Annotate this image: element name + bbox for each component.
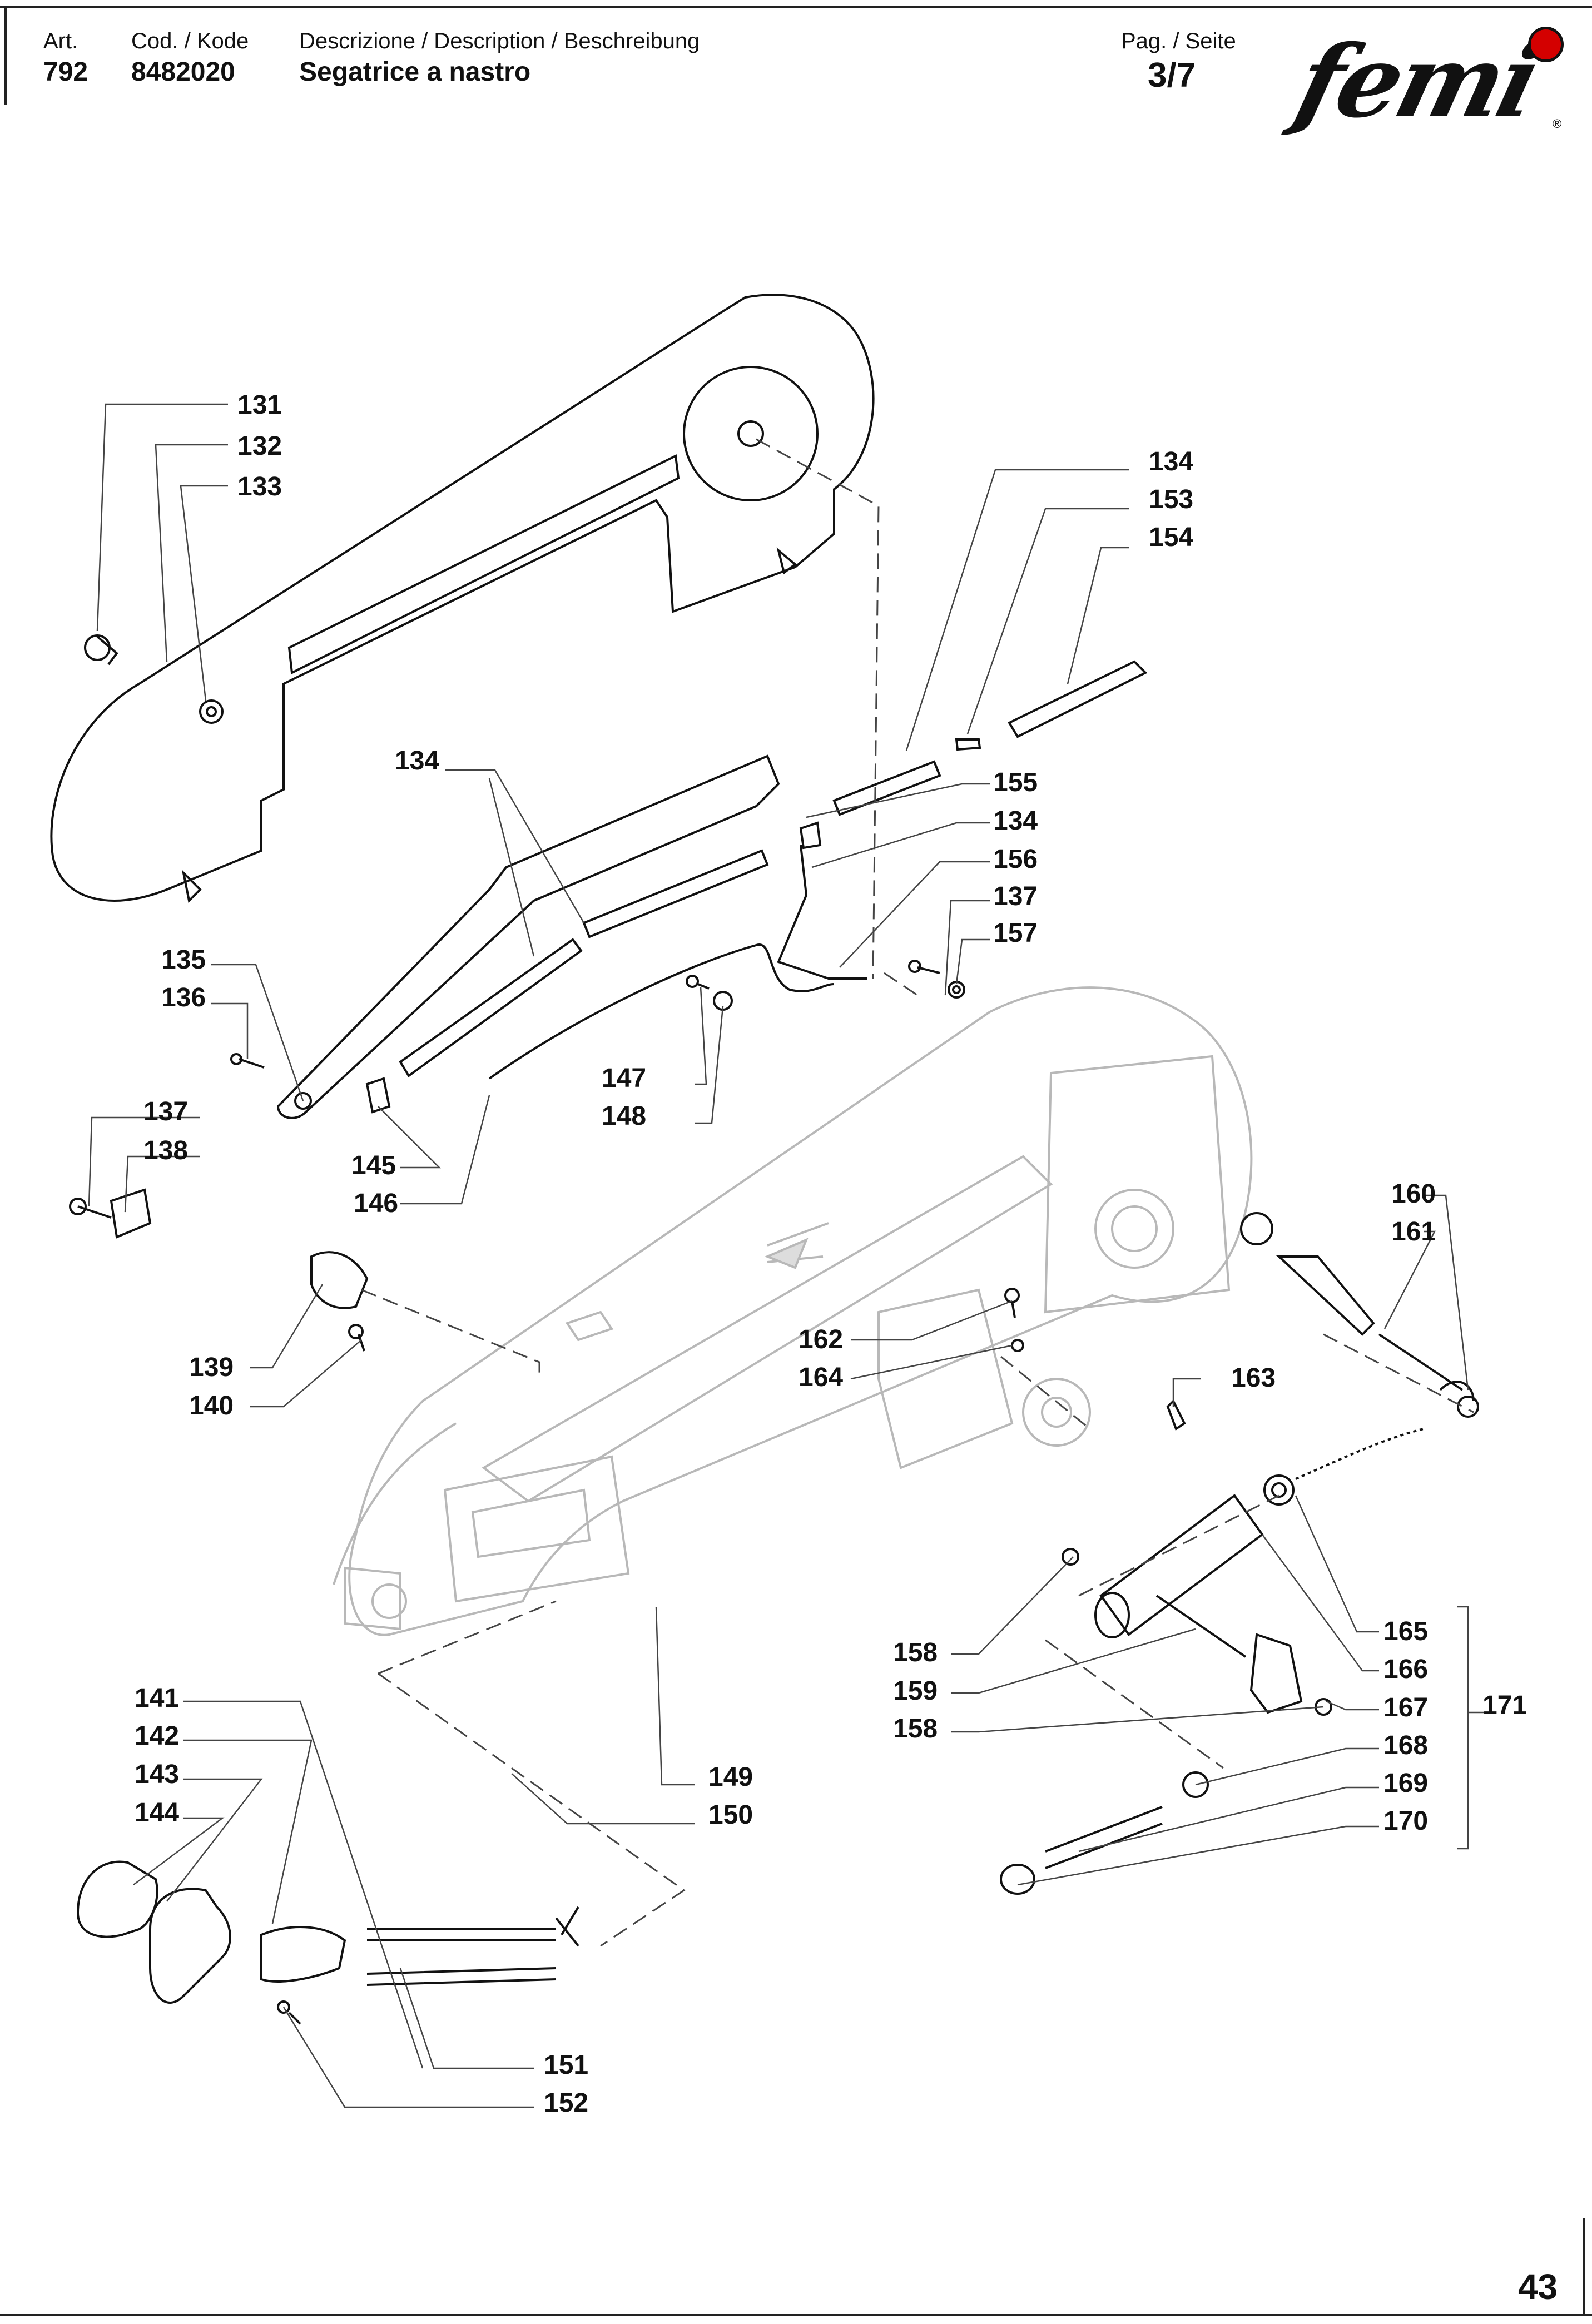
callout-leader-lines — [88, 403, 1485, 2108]
small-hardware — [69, 634, 1479, 1431]
registered-icon: ® — [1553, 117, 1562, 131]
callout-167: 167 — [1383, 1693, 1428, 1722]
callout-154: 154 — [1149, 523, 1193, 552]
callout-132: 132 — [237, 431, 282, 461]
callout-143: 143 — [135, 1760, 179, 1789]
callout-166: 166 — [1383, 1655, 1428, 1684]
callout-157: 157 — [993, 918, 1038, 948]
callout-139: 139 — [189, 1353, 234, 1382]
assembly-axis-lines — [361, 438, 1474, 1947]
callout-138: 138 — [143, 1136, 188, 1165]
code-value: 8482020 — [131, 57, 235, 87]
code-label: Cod. / Kode — [131, 29, 249, 53]
callout-numbers: 131 132 133 134 153 154 134 155 134 156 … — [135, 390, 1527, 2118]
callout-168: 168 — [1383, 1731, 1428, 1760]
upper-blade-cover — [50, 294, 875, 903]
callout-137-right: 137 — [993, 882, 1038, 911]
callout-162: 162 — [799, 1325, 843, 1354]
callout-151: 151 — [544, 2050, 588, 2080]
callout-155: 155 — [993, 768, 1038, 797]
callout-134-left: 134 — [395, 746, 439, 776]
description-label: Descrizione / Description / Beschreibung — [299, 29, 700, 53]
callout-144: 144 — [135, 1798, 179, 1828]
callout-131: 131 — [237, 390, 282, 420]
spring-cylinder-assembly — [1000, 1428, 1424, 1895]
page-number: 43 — [1518, 2267, 1558, 2307]
callout-142: 142 — [135, 1721, 179, 1751]
coolant-hoses — [365, 660, 1148, 1114]
footer-right-rule — [1583, 2218, 1585, 2316]
machine-arm-outline — [333, 986, 1253, 1636]
description-value: Segatrice a nastro — [299, 57, 531, 87]
header-left-rule — [4, 6, 7, 105]
blade-guard-arm — [276, 754, 780, 1119]
callout-159: 159 — [893, 1676, 938, 1706]
callout-153: 153 — [1149, 485, 1193, 514]
control-handles — [76, 1860, 579, 2025]
femi-logo: femi ® — [1286, 21, 1574, 140]
page-value: 3/7 — [1148, 56, 1196, 95]
header-top-rule — [0, 6, 1592, 8]
callout-171: 171 — [1482, 1691, 1527, 1720]
callout-137-left: 137 — [143, 1097, 188, 1126]
callout-170: 170 — [1383, 1806, 1428, 1836]
callout-164: 164 — [799, 1363, 843, 1392]
callout-152: 152 — [544, 2088, 588, 2118]
footer-bottom-rule — [0, 2314, 1592, 2316]
callout-136: 136 — [161, 983, 206, 1012]
art-label: Art. — [43, 29, 78, 53]
callout-165: 165 — [1383, 1617, 1428, 1646]
callout-149: 149 — [708, 1762, 753, 1792]
callout-135: 135 — [161, 945, 206, 975]
callout-161: 161 — [1391, 1217, 1436, 1247]
callout-158-top: 158 — [893, 1638, 938, 1667]
callout-148: 148 — [602, 1101, 646, 1131]
callout-146: 146 — [354, 1189, 398, 1218]
logo-dot-icon — [1528, 27, 1564, 62]
callout-158-bottom: 158 — [893, 1714, 938, 1744]
callout-163: 163 — [1231, 1363, 1276, 1393]
callout-145: 145 — [351, 1151, 396, 1180]
callout-169: 169 — [1383, 1769, 1428, 1798]
page-label: Pag. / Seite — [1121, 29, 1236, 53]
callout-134-right: 134 — [993, 806, 1038, 836]
callout-141: 141 — [135, 1684, 179, 1713]
callout-147: 147 — [602, 1064, 646, 1093]
callout-140: 140 — [189, 1391, 234, 1421]
callout-160: 160 — [1391, 1179, 1436, 1209]
callout-134-top: 134 — [1149, 447, 1193, 476]
callout-156: 156 — [993, 845, 1038, 874]
callout-150: 150 — [708, 1800, 753, 1830]
callout-133: 133 — [237, 472, 282, 501]
art-value: 792 — [43, 57, 88, 87]
